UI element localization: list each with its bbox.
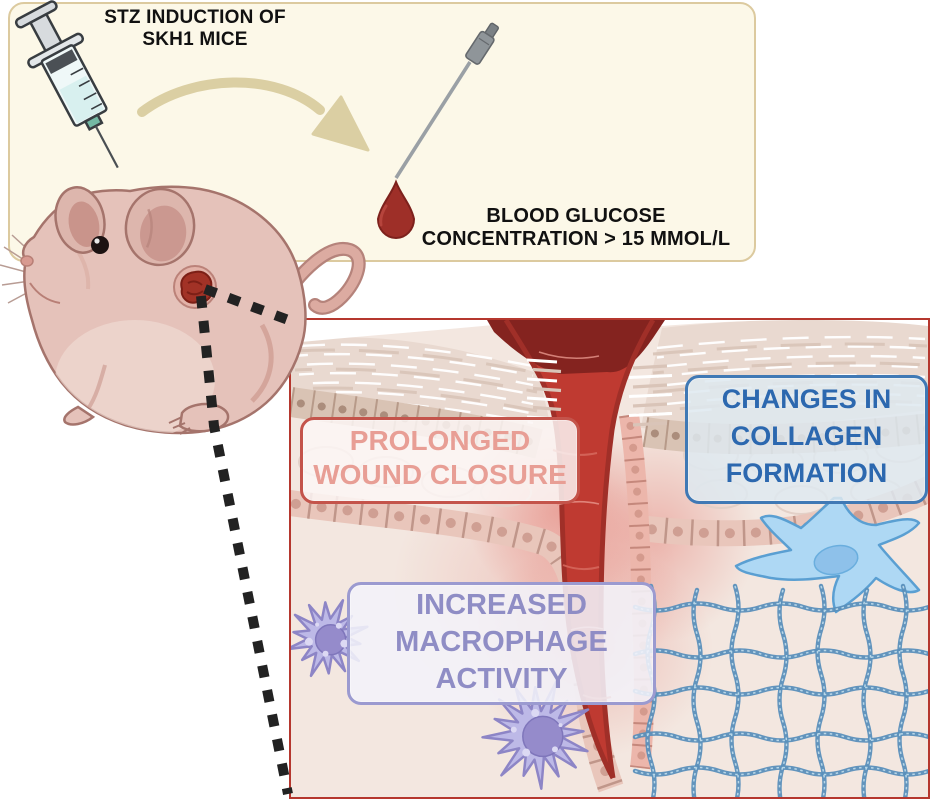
macrophage-cell-icon [481, 680, 590, 790]
label-line: WOUND CLOSURE [313, 459, 567, 490]
induction-title-line2: SKH1 MICE [142, 29, 248, 50]
wound-zoom-panel: PROLONGED WOUND CLOSURE CHANGES IN COLLA… [289, 318, 930, 799]
label-line: PROLONGED [349, 425, 531, 456]
dashed-line-top [203, 284, 293, 326]
label-line: FORMATION [725, 458, 888, 488]
prolonged-wound-closure-label: PROLONGED WOUND CLOSURE [300, 417, 580, 504]
fibroblast-cell-icon [734, 496, 921, 614]
induction-title-line1: STZ INDUCTION OF [104, 7, 286, 28]
blood-glucose-line1: BLOOD GLUCOSE [486, 205, 666, 227]
mouse-feet [63, 402, 230, 435]
mouse-wound [173, 265, 217, 309]
blood-glucose-line2: CONCENTRATION > 15 MMOL/L [421, 228, 731, 250]
label-line: ACTIVITY [435, 663, 568, 695]
blood-glucose-text: BLOOD GLUCOSE CONCENTRATION > 15 MMOL/L [408, 205, 744, 251]
collagen-mesh-texture [634, 585, 928, 797]
label-line: CHANGES IN [721, 384, 892, 414]
dashed-line-bottom [196, 295, 293, 795]
label-line: INCREASED [416, 589, 587, 621]
induction-title: STZ INDUCTION OF SKH1 MICE [95, 7, 295, 51]
label-line: COLLAGEN [730, 421, 883, 451]
mouse-mouth [29, 282, 61, 304]
macrophage-activity-label: INCREASED MACROPHAGE ACTIVITY [347, 582, 656, 705]
label-line: MACROPHAGE [395, 626, 608, 658]
collagen-formation-label: CHANGES IN COLLAGEN FORMATION [685, 375, 928, 504]
